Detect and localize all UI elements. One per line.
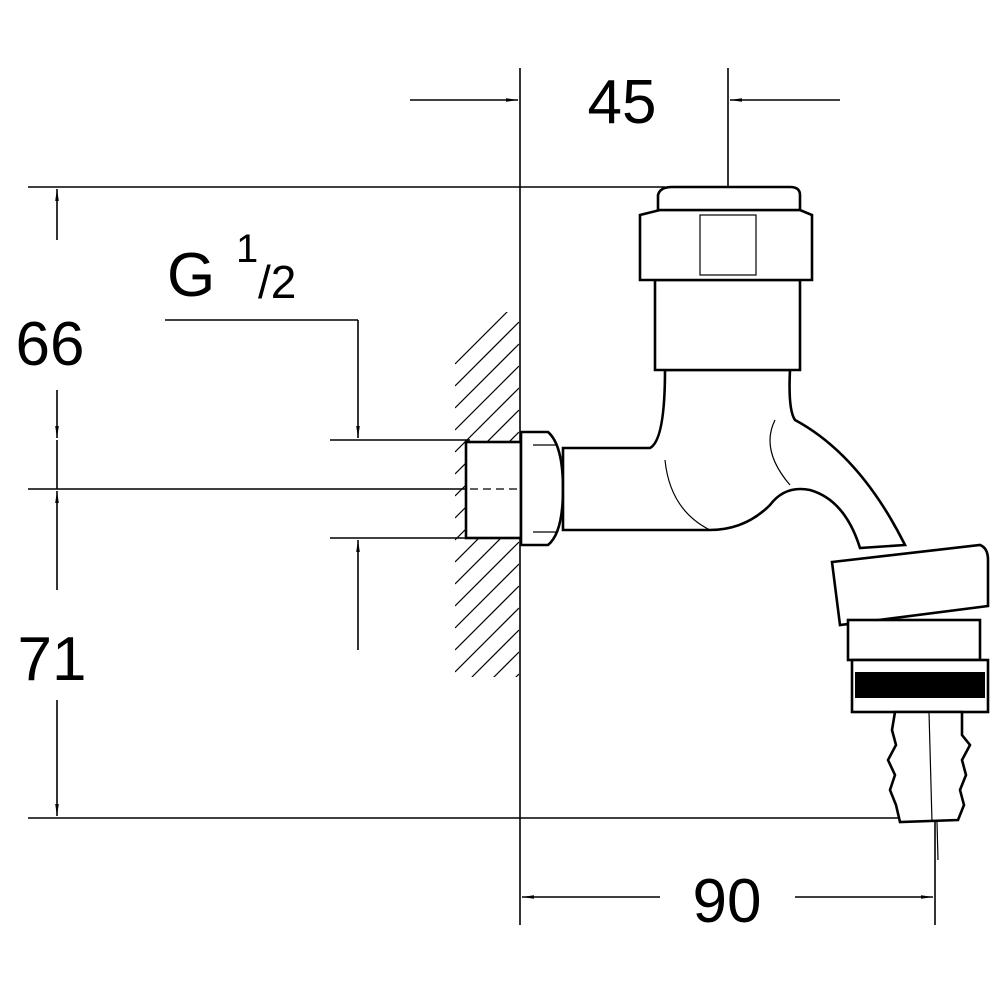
hatch-line <box>455 585 519 651</box>
dimension-66: 66 <box>16 189 85 489</box>
thread-callout: G 1 /2 <box>165 227 360 650</box>
coupling-knurl <box>855 672 985 698</box>
hatch-line <box>455 718 519 782</box>
hatch-line <box>455 365 519 431</box>
cap-hex <box>638 208 814 282</box>
hatch-line <box>455 541 519 607</box>
hatch-line <box>455 321 519 387</box>
hatch-line <box>455 607 519 673</box>
hatch-line <box>455 696 519 760</box>
dimension-90: 90 <box>522 867 933 936</box>
cap-top <box>656 185 802 212</box>
faucet <box>464 185 990 861</box>
dimension-label-66: 66 <box>16 310 85 379</box>
dimension-label-90: 90 <box>693 867 762 936</box>
thread-nipple <box>464 440 523 540</box>
outlet-coupling <box>830 543 990 627</box>
thread-numerator: 1 <box>236 227 258 271</box>
dimension-label-71: 71 <box>18 625 87 694</box>
dimension-label-45: 45 <box>588 68 657 137</box>
thread-denominator: /2 <box>258 256 296 308</box>
hose-nozzle <box>886 710 972 824</box>
hatch-line <box>471 629 519 677</box>
thread-letter: G <box>167 241 215 310</box>
hatch-line <box>493 651 519 677</box>
hatch-line <box>455 740 519 804</box>
faucet-body <box>561 368 908 550</box>
hatch-line <box>515 673 519 677</box>
hex-nut <box>519 430 565 547</box>
hatch-line <box>455 312 508 365</box>
dimension-45: 45 <box>410 68 840 137</box>
dimension-71: 71 <box>18 491 87 816</box>
hatch-line <box>455 563 519 629</box>
cap-lower <box>653 278 802 372</box>
wall-hatching <box>455 312 519 804</box>
hatch-line <box>455 343 519 409</box>
coupling-ring <box>846 618 982 662</box>
